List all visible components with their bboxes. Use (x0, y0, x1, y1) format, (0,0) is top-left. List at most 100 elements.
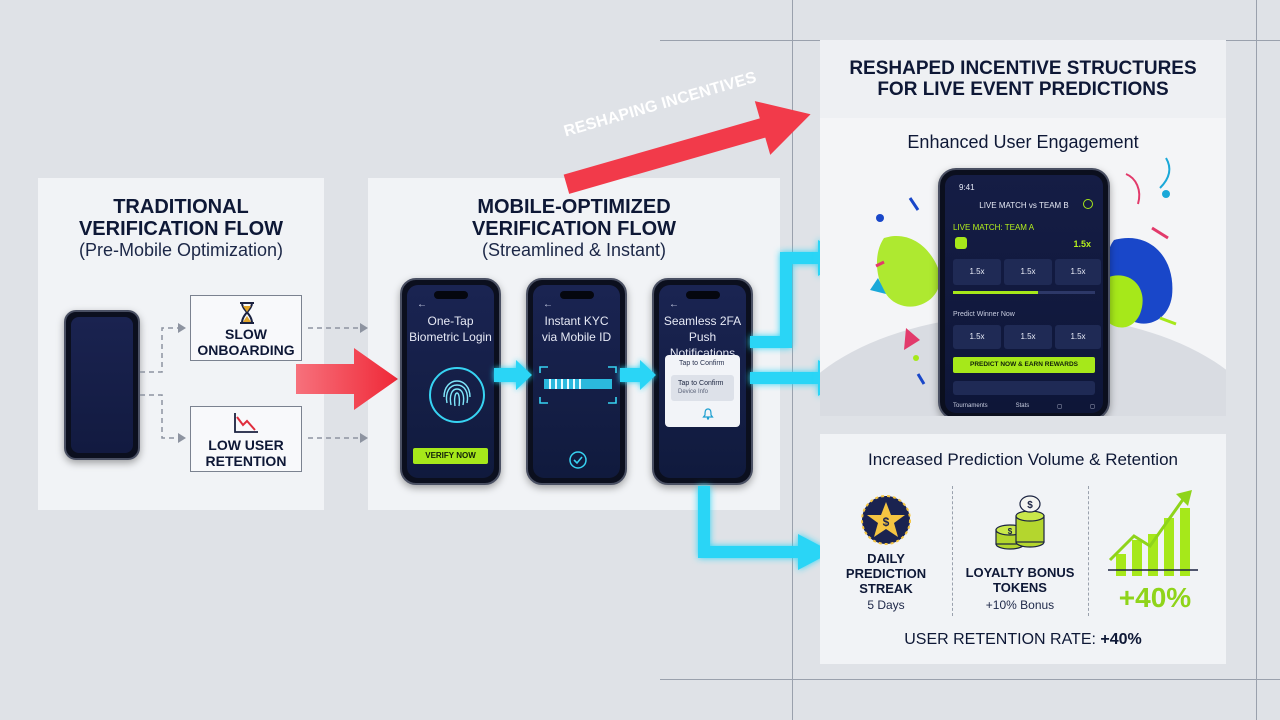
engagement-panel: Enhanced User Engagement 9:41 LIVE MATCH… (820, 118, 1226, 416)
traditional-title-line2: VERIFICATION FLOW (78, 218, 284, 241)
reshaping-incentives-arrow (563, 101, 811, 194)
guide-line-vertical-left (792, 0, 793, 720)
verify-now-button[interactable]: VERIFY NOW (413, 448, 488, 464)
odds-cell[interactable]: 1.5x (953, 259, 1001, 285)
slow-onboarding-line1: SLOW (225, 326, 267, 342)
nav-rewards-icon[interactable]: ◻ (1057, 404, 1063, 410)
svg-text:$: $ (1027, 500, 1033, 511)
biometric-line1: One-Tap (427, 314, 474, 328)
id-scan-frame-icon (539, 366, 617, 404)
nav-tournaments[interactable]: Tournaments (953, 403, 988, 409)
reshaped-incentives-header: RESHAPED INCENTIVE STRUCTURES FOR LIVE E… (820, 40, 1226, 118)
team-badge-icon (955, 237, 967, 249)
instant-kyc-title: Instant KYC via Mobile ID (533, 313, 620, 345)
push-card-body: Tap to Confirm Device Info (671, 375, 734, 401)
twofa-line1: Seamless 2FA (663, 314, 742, 328)
traditional-title: TRADITIONAL VERIFICATION FLOW (38, 196, 324, 241)
growth-value: +40% (1118, 582, 1192, 613)
phone-notch (559, 291, 594, 299)
reshaped-title-line2: FOR LIVE EVENT PREDICTIONS (877, 79, 1169, 101)
mobile-title: MOBILE-OPTIMIZED VERIFICATION FLOW (368, 196, 780, 241)
bell-icon (702, 408, 714, 420)
predict-now-button[interactable]: PREDICT NOW & EARN REWARDS (953, 357, 1095, 373)
biometric-login-title: One-Tap Biometric Login (407, 313, 494, 345)
match-progress-fill (953, 291, 1039, 294)
push-card-line1: Tap to Confirm (678, 380, 724, 387)
top-odds: 1.5x (1073, 239, 1091, 249)
fingerprint-icon[interactable] (427, 365, 487, 425)
odds-cell[interactable]: 1.5x (1004, 325, 1052, 349)
status-time: 9:41 (959, 183, 975, 192)
push-notification-card[interactable]: Tap to Confirm Tap to Confirm Device Inf… (665, 355, 740, 427)
colorful-splash-decoration (870, 157, 1177, 385)
star-badge-icon: $ (861, 495, 911, 545)
cyan-arrows-between-phones (494, 360, 656, 390)
odds-cell[interactable]: 1.5x (1004, 259, 1052, 285)
instant-kyc-phone: ← Instant KYC via Mobile ID (526, 278, 627, 485)
kyc-line1: Instant KYC (544, 314, 609, 328)
guide-line-bottom (660, 679, 1280, 680)
hourglass-icon (240, 302, 254, 324)
push-card-title: Tap to Confirm (679, 360, 725, 367)
app-settings-icon[interactable] (1083, 199, 1093, 209)
traditional-phone (64, 310, 140, 460)
streak-line1: DAILY (867, 551, 905, 566)
retention-footer-value: +40% (1100, 631, 1142, 648)
check-circle-icon (569, 451, 587, 469)
guide-line-vertical-right (1256, 0, 1257, 720)
instant-kyc-screen: ← Instant KYC via Mobile ID (533, 285, 620, 478)
app-toggle-row[interactable] (953, 381, 1095, 395)
slow-onboarding-card: SLOW ONBOARDING (190, 295, 302, 361)
match-label: LIVE MATCH: TEAM A (953, 223, 1035, 232)
retention-footer-label: USER RETENTION RATE: (904, 631, 1096, 648)
growth-chart-icon (1108, 490, 1198, 576)
phone-notch (433, 291, 468, 299)
loyalty-value: +10% Bonus (985, 598, 1055, 612)
live-prediction-app-screen: 9:41 LIVE MATCH vs TEAM B LIVE MATCH: TE… (945, 175, 1103, 413)
streak-label: DAILY PREDICTION STREAK (830, 551, 942, 597)
match-progress-bar (953, 291, 1095, 294)
nav-profile-icon[interactable]: ◻ (1089, 404, 1095, 410)
back-arrow-icon[interactable]: ← (543, 299, 553, 310)
low-retention-line2: RETENTION (205, 453, 287, 469)
declining-chart-icon (234, 413, 258, 433)
nav-stats[interactable]: Stats (1015, 403, 1030, 409)
app-header: LIVE MATCH vs TEAM B (979, 201, 1069, 210)
back-arrow-icon[interactable]: ← (417, 299, 427, 310)
stat-divider (1088, 486, 1089, 616)
biometric-login-screen: ← One-Tap Biometric Login VERIFY NOW (407, 285, 494, 478)
mobile-subtitle: (Streamlined & Instant) (481, 240, 667, 260)
low-retention-card: LOW USER RETENTION (190, 406, 302, 472)
loyalty-label: LOYALTY BONUS TOKENS (960, 565, 1080, 596)
streak-line3: STREAK (859, 580, 913, 596)
loyalty-line1: LOYALTY BONUS (965, 565, 1075, 580)
traditional-connectors (140, 323, 368, 443)
odds-cell[interactable]: 1.5x (1055, 325, 1101, 349)
retention-panel: Increased Prediction Volume & Retention … (820, 434, 1226, 664)
traditional-title-line1: TRADITIONAL (113, 196, 249, 218)
push-card-line2: Device Info (678, 389, 709, 395)
loyalty-line2: TOKENS (993, 579, 1047, 595)
phone-notch (685, 291, 720, 299)
low-retention-line1: LOW USER (208, 437, 284, 453)
seamless-2fa-phone: ← Seamless 2FA Push Notifications Tap to… (652, 278, 753, 485)
traditional-phone-screen (71, 317, 133, 453)
streak-value: 5 Days (867, 598, 905, 612)
section-label: Predict Winner Now (953, 311, 1015, 318)
seamless-2fa-screen: ← Seamless 2FA Push Notifications Tap to… (659, 285, 746, 478)
slow-onboarding-line2: ONBOARDING (197, 342, 295, 358)
svg-text:$: $ (1008, 527, 1013, 536)
reshaped-title: RESHAPED INCENTIVE STRUCTURES FOR LIVE E… (820, 58, 1226, 101)
odds-cell[interactable]: 1.5x (953, 325, 1001, 349)
odds-cell[interactable]: 1.5x (1055, 259, 1101, 285)
coin-stack-icon: $ $ (995, 495, 1045, 550)
reshaped-title-line1: RESHAPED INCENTIVE STRUCTURES (849, 58, 1197, 79)
stat-divider (952, 486, 953, 616)
back-arrow-icon[interactable]: ← (669, 299, 679, 310)
svg-text:$: $ (883, 515, 890, 529)
mobile-title-line1: MOBILE-OPTIMIZED (477, 196, 671, 218)
engagement-title: Enhanced User Engagement (907, 132, 1139, 152)
red-transition-arrow (296, 348, 398, 410)
biometric-login-phone: ← One-Tap Biometric Login VERIFY NOW (400, 278, 501, 485)
biometric-line2: Biometric Login (409, 330, 492, 345)
